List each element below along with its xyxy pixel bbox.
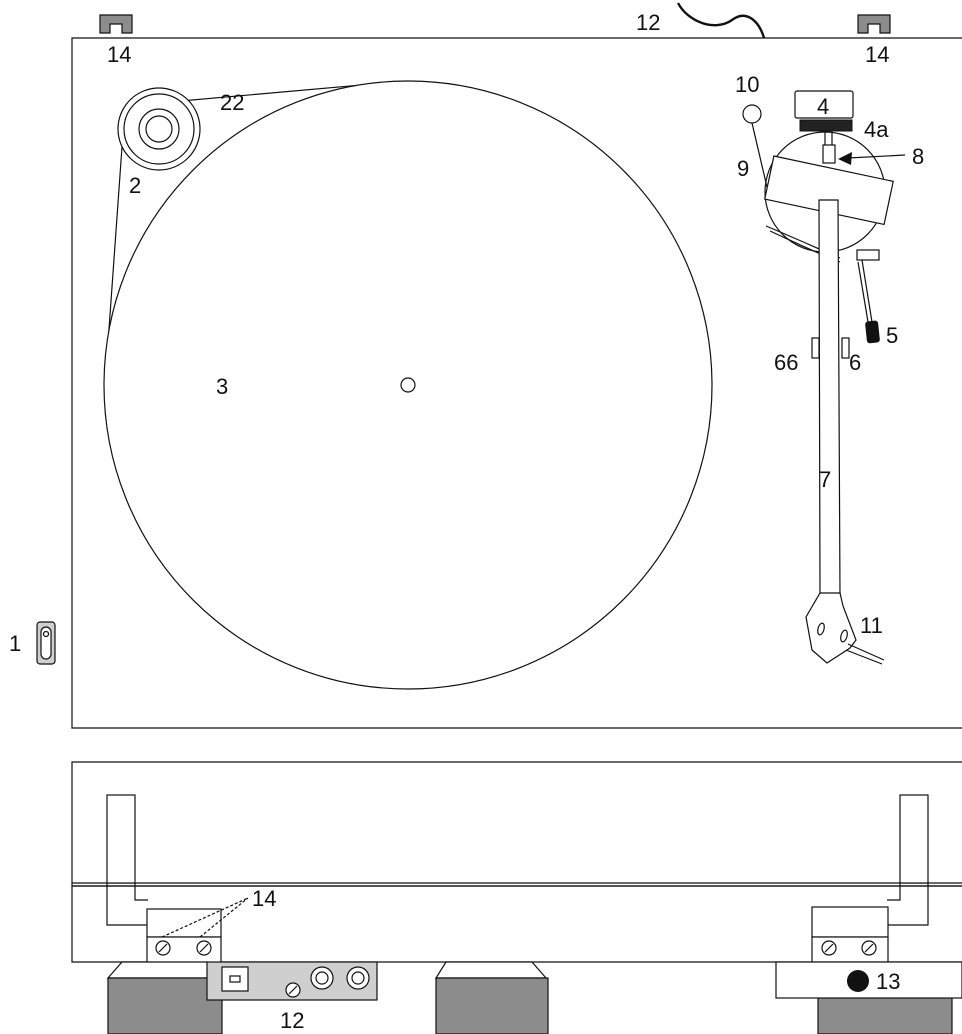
- hinge-block-right: [811, 906, 889, 938]
- panel-switch: [221, 966, 249, 992]
- label-bias-weight: 10: [735, 72, 759, 97]
- label-feet-right: 14: [865, 42, 889, 67]
- label-connector-panel: 12: [280, 1008, 304, 1033]
- tonearm-assembly: 10 4 4a 8 9: [735, 72, 924, 665]
- foot-right: [857, 14, 891, 34]
- label-cue-lever: 5: [886, 323, 898, 348]
- cue-lever-knob: [865, 320, 880, 344]
- label-headshell: 11: [860, 613, 883, 638]
- side-view: 14 12 13: [71, 761, 962, 1034]
- label-feet-left: 14: [107, 42, 131, 67]
- socket-panel: [775, 961, 962, 999]
- power-socket: [847, 970, 869, 992]
- label-pulley: 2: [129, 173, 141, 198]
- spindle: [400, 377, 416, 393]
- hinge-block-left: [146, 908, 222, 938]
- foot-side-left: [106, 961, 224, 979]
- label-antiskating: 8: [912, 144, 924, 169]
- label-belt: 22: [220, 90, 244, 115]
- antiskating-pointer: [847, 154, 906, 159]
- foot-left: [99, 14, 133, 34]
- plinth-outline: [71, 37, 962, 729]
- label-tonearm: 7: [819, 467, 831, 492]
- finger-lift: [845, 643, 885, 665]
- counterweight: [794, 90, 854, 119]
- rca-socket-right: [346, 966, 370, 990]
- antiskating-arrowhead: [838, 152, 852, 165]
- headshell: [805, 592, 857, 664]
- top-view: 14 14 12 3 2 22 10 4: [9, 2, 962, 729]
- arm-rest-post: [841, 337, 850, 359]
- label-arm-rest: 6: [849, 350, 861, 375]
- foot-side-middle: [434, 961, 548, 979]
- hinge-post-left: [106, 794, 136, 884]
- dust-cover: [71, 761, 962, 887]
- rca-socket-left: [310, 966, 334, 990]
- tonearm-tube: [818, 199, 841, 596]
- label-counterweight-ring: 4a: [864, 117, 889, 142]
- bias-weight: [742, 104, 762, 124]
- hinge-post-right: [899, 794, 929, 884]
- label-counterweight: 4: [817, 94, 829, 119]
- label-bearing: 9: [737, 156, 749, 181]
- motor-pulley: [117, 87, 201, 171]
- cable: [676, 2, 766, 39]
- counterweight-ring: [799, 119, 853, 132]
- label-arm-rest-left: 66: [774, 350, 798, 375]
- label-platter: 3: [216, 374, 228, 399]
- label-hinges: 14: [252, 886, 276, 911]
- arm-rest-left-post: [811, 337, 820, 359]
- label-cable: 12: [636, 10, 660, 35]
- label-power-switch: 1: [9, 631, 21, 656]
- label-socket: 13: [876, 969, 900, 994]
